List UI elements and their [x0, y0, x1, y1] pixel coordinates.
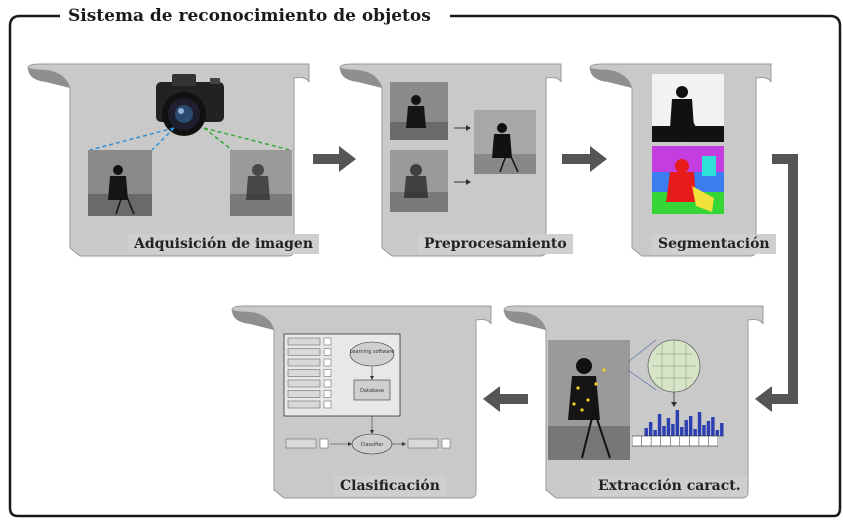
- arrow-extraction-to-classification: [483, 386, 528, 412]
- photo-thumbnail: [474, 110, 536, 174]
- stage-label: Segmentación: [652, 234, 776, 254]
- stage-label: Adquisición de imagen: [128, 234, 320, 254]
- diagram-title: Sistema de reconocimiento de objetos: [62, 6, 437, 26]
- learning-label: Learning software: [350, 349, 395, 355]
- stage-classification: Learning software Database Classifier Cl…: [228, 302, 496, 502]
- training-label-box: [323, 369, 332, 377]
- histogram-bar: [653, 430, 657, 436]
- classifier-label: Classifier: [361, 442, 385, 448]
- stage-label: Preprocesamiento: [418, 234, 573, 254]
- histogram-bar: [657, 414, 662, 436]
- stage-acquisition: Adquisición de imagen: [24, 60, 320, 260]
- training-sample: [287, 369, 321, 377]
- training-sample: [287, 400, 321, 409]
- training-sample: [287, 337, 321, 346]
- photo-thumbnail: [390, 82, 448, 140]
- histogram-bar: [680, 427, 684, 436]
- histogram-bar: [648, 422, 653, 436]
- small-arrows: [454, 125, 471, 185]
- histogram-bar: [697, 412, 702, 436]
- histogram-bar: [675, 410, 680, 436]
- training-label-box: [323, 358, 332, 367]
- segmented-binary-image: [652, 74, 724, 142]
- histogram-bar: [644, 428, 648, 436]
- arrow-acquisition-to-preprocessing: [313, 146, 356, 172]
- stage-label: Extracción caract.: [592, 476, 747, 496]
- histogram-bar: [693, 429, 697, 436]
- feature-descriptor: [628, 339, 701, 407]
- training-label-box: [323, 379, 332, 388]
- histogram-bar: [715, 430, 720, 436]
- training-label-box: [323, 337, 332, 346]
- segmented-color-image: [652, 146, 724, 214]
- histogram-bar: [711, 417, 715, 436]
- stage-feature-extraction: Extracción caract.: [500, 302, 768, 502]
- training-sample: [287, 358, 321, 367]
- histogram-bar: [702, 425, 706, 436]
- arrow-preprocessing-to-segmentation: [562, 146, 607, 172]
- photo-with-keypoints: [548, 340, 630, 460]
- training-label-box: [323, 348, 332, 356]
- histogram-bar: [720, 423, 724, 436]
- camera-icon: [156, 74, 224, 136]
- stage-preprocessing: Preprocesamiento: [336, 60, 573, 260]
- training-sample: [287, 390, 321, 398]
- photo-thumbnail: [88, 150, 152, 216]
- stage-segmentation: Segmentación: [586, 60, 776, 260]
- histogram-bar: [671, 424, 675, 436]
- training-sample: [287, 379, 321, 388]
- training-label-box: [323, 400, 332, 409]
- classifier-schema: Learning software Database Classifier: [283, 333, 451, 455]
- feature-vector: [632, 435, 718, 447]
- arrow-segmentation-to-extraction: [755, 154, 798, 412]
- histogram-bar: [706, 421, 711, 436]
- histogram-bar: [666, 418, 671, 436]
- histogram-bar: [684, 420, 688, 436]
- photo-thumbnail: [390, 150, 448, 212]
- training-label-box: [323, 390, 332, 398]
- photo-thumbnail: [230, 150, 292, 216]
- training-sample: [287, 348, 321, 356]
- database-label: Database: [360, 388, 384, 394]
- projection-lines: [89, 127, 291, 151]
- histogram-bar: [662, 426, 666, 436]
- stage-label: Clasificación: [334, 476, 446, 496]
- histogram-bar: [688, 416, 693, 436]
